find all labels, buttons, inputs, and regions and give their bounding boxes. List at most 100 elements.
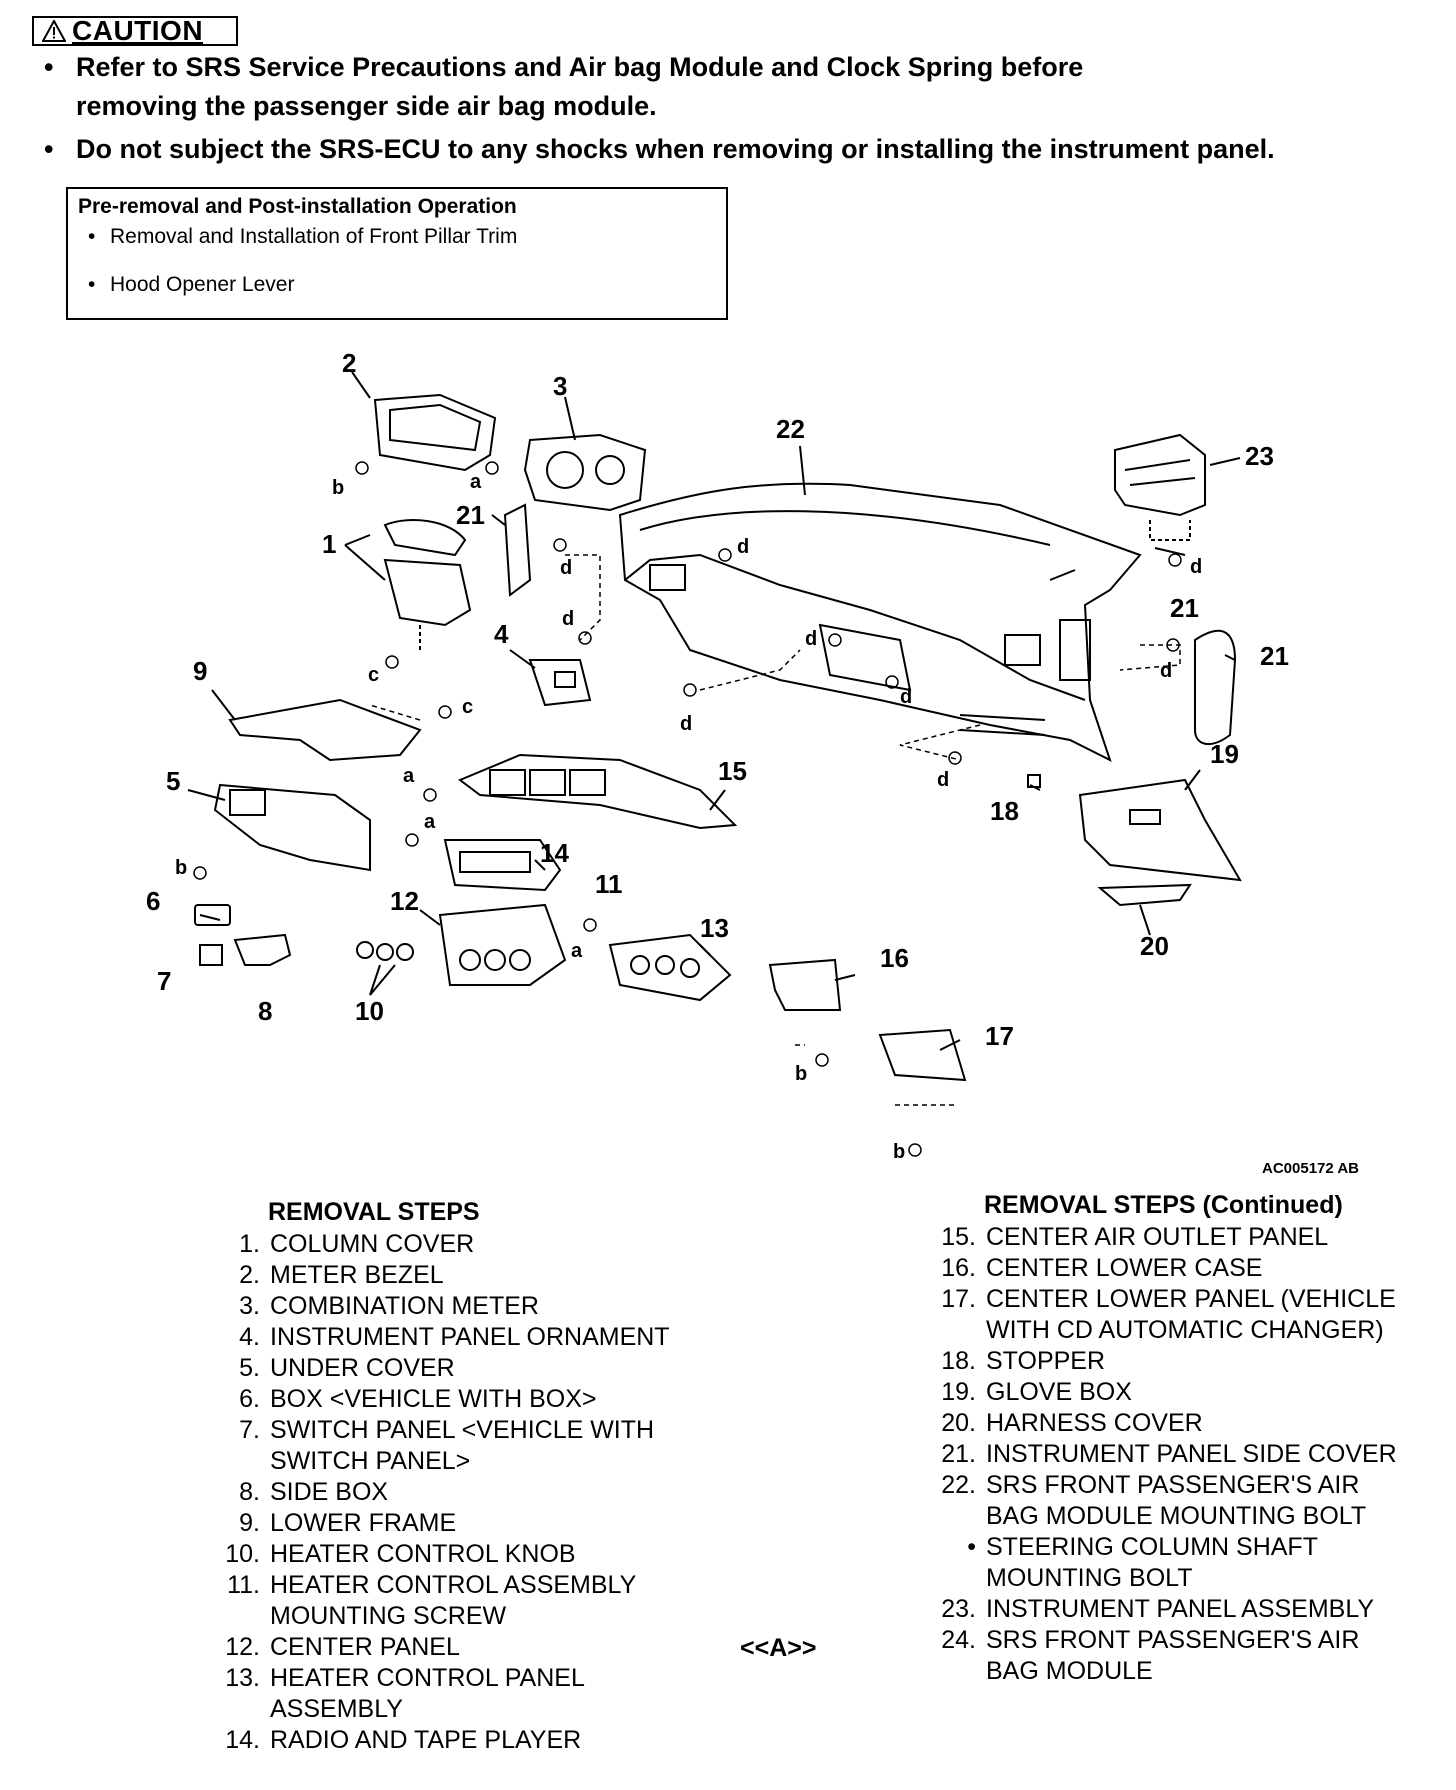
pre-removal-box: Pre-removal and Post-installation Operat… [66, 187, 728, 320]
harness-cover-part [1097, 883, 1192, 907]
switch-panel-part [199, 944, 223, 966]
step-number: 2. [239, 1261, 260, 1289]
fastener-a: a [571, 940, 583, 962]
instrument-panel-assembly-part [618, 482, 1142, 762]
column-cover-part [383, 519, 472, 650]
removal-step: 11. HEATER CONTROL ASSEMBLY MOUNTING SCRE… [216, 1570, 776, 1632]
removal-step: 2. METER BEZEL [216, 1260, 776, 1291]
step-label: BOX <VEHICLE WITH BOX> [270, 1385, 597, 1413]
step-number: 5. [239, 1354, 260, 1382]
callout-6: 6 [146, 886, 160, 916]
removal-step: 12.CENTER PANEL [216, 1632, 776, 1663]
step-number: 24. [941, 1626, 976, 1654]
step-number: 17. [941, 1285, 976, 1313]
ornament-part [528, 659, 592, 707]
callout-21: 21 [456, 500, 485, 530]
removal-step: 5.UNDER COVER [216, 1353, 776, 1384]
removal-step: 4. INSTRUMENT PANEL ORNAMENT [216, 1322, 776, 1353]
caution-title: CAUTION [72, 15, 204, 46]
step-number: 8. [239, 1478, 260, 1506]
fastener-b: b [893, 1141, 905, 1163]
procedure-marker: <<A>> [740, 1634, 817, 1662]
removal-step: 21.INSTRUMENT PANEL SIDE COVER [920, 1439, 1440, 1470]
removal-step: 18.STOPPER [920, 1346, 1440, 1377]
step-label: HEATER CONTROL ASSEMBLY MOUNTING SCREW [270, 1571, 637, 1630]
callout-9: 9 [193, 656, 207, 686]
step-number: 13. [225, 1664, 260, 1692]
step-number: 1. [239, 1230, 260, 1258]
center-air-outlet-panel-part [458, 753, 738, 830]
radio-part [443, 839, 562, 892]
glove-box-part [1078, 778, 1242, 882]
step-number: 7. [239, 1416, 260, 1444]
step-label: CENTER LOWER PANEL (VEHICLE WITH CD AUTO… [986, 1285, 1396, 1344]
step-label: SRS FRONT PASSENGER'S AIR BAG MODULE MOU… [986, 1471, 1367, 1530]
step-number: 6. [239, 1385, 260, 1413]
center-lower-case-part [768, 958, 842, 1011]
box-part [194, 904, 231, 926]
removal-step: 13. HEATER CONTROL PANEL ASSEMBLY [216, 1663, 776, 1725]
callout-2: 2 [342, 348, 356, 378]
heater-control-knob-part [356, 941, 414, 961]
removal-steps-left: REMOVAL STEPS 1. COLUMN COVER 2. METER BEZE… [216, 1197, 776, 1756]
removal-step: 19.GLOVE BOX [920, 1377, 1440, 1408]
callout-3: 3 [553, 371, 567, 401]
caution-label: CAUTION [32, 15, 238, 46]
step-number: 10. [225, 1540, 260, 1568]
step-label: INSTRUMENT PANEL ORNAMENT [270, 1323, 670, 1351]
removal-step: 15.CENTER AIR OUTLET PANEL [920, 1222, 1440, 1253]
removal-step: 22.SRS FRONT PASSENGER'S AIR BAG MODULE … [920, 1470, 1440, 1532]
step-label: CENTER PANEL [270, 1633, 460, 1661]
lower-frame-part [228, 698, 422, 762]
removal-step: 14.RADIO AND TAPE PLAYER [216, 1725, 776, 1756]
step-number: 11. [227, 1571, 260, 1599]
callout-12: 12 [390, 886, 419, 916]
step-number: 21. [941, 1440, 976, 1468]
step-label: STOPPER [986, 1347, 1106, 1375]
step-number: 4. [239, 1323, 260, 1351]
callout-19: 19 [1210, 739, 1239, 769]
fastener-d: d [680, 713, 692, 735]
step-label: HEATER CONTROL PANEL ASSEMBLY [270, 1664, 585, 1723]
step-number: 9. [239, 1509, 260, 1537]
step-number: 14. [225, 1726, 260, 1754]
fastener-d: d [1190, 556, 1202, 578]
center-lower-panel-part [878, 1028, 967, 1082]
step-label: COLUMN COVER [270, 1230, 475, 1258]
pre-removal-title: Pre-removal and Post-installation Operat… [78, 195, 517, 218]
fastener-d: d [737, 536, 749, 558]
callout-5: 5 [166, 766, 180, 796]
step-label: METER BEZEL [270, 1261, 444, 1289]
callout-4: 4 [494, 619, 509, 649]
instrument-panel-exploded-diagram: 2 3 22 23 21 1 21 4 21 9 19 15 5 18 14 1… [146, 348, 1289, 1163]
step-label: LOWER FRAME [270, 1509, 457, 1537]
step-number: 20. [941, 1409, 976, 1437]
step-label: INSTRUMENT PANEL ASSEMBLY [986, 1595, 1375, 1623]
center-panel-part [438, 903, 567, 986]
callout-7: 7 [157, 966, 171, 996]
airbag-module-part [1114, 433, 1206, 541]
removal-step: 24. SRS FRONT PASSENGER'S AIR BAG MODULE [920, 1625, 1440, 1687]
step-label: STEERING COLUMN SHAFT MOUNTING BOLT [986, 1533, 1318, 1592]
callout-24: 23 [1245, 441, 1274, 471]
fastener-d: d [1160, 660, 1172, 682]
removal-steps-title: REMOVAL STEPS [268, 1198, 480, 1226]
fastener-d: d [900, 686, 912, 708]
step-label: SRS FRONT PASSENGER'S AIR BAG MODULE [986, 1626, 1360, 1685]
meter-bezel-part [373, 393, 497, 472]
callout-8: 8 [258, 996, 272, 1026]
side-cover-left-part [503, 503, 532, 597]
callout-23: 22 [776, 414, 805, 444]
callout-14: 14 [540, 838, 569, 868]
step-number: 23. [941, 1595, 976, 1623]
under-cover-part [213, 783, 371, 872]
removal-step: 7.SWITCH PANEL <VEHICLE WITH SWITCH PANE… [216, 1415, 776, 1477]
callout-11: 11 [595, 869, 623, 899]
fastener-b: b [795, 1063, 807, 1085]
step-number: 16. [941, 1254, 976, 1282]
removal-steps-right: REMOVAL STEPS (Continued) 15.CENTER AIR … [920, 1190, 1440, 1687]
callout-22: 21 [1170, 593, 1199, 623]
removal-step: 1. COLUMN COVER [216, 1229, 776, 1260]
side-box-part [233, 933, 292, 966]
callout-1: 1 [322, 529, 336, 559]
